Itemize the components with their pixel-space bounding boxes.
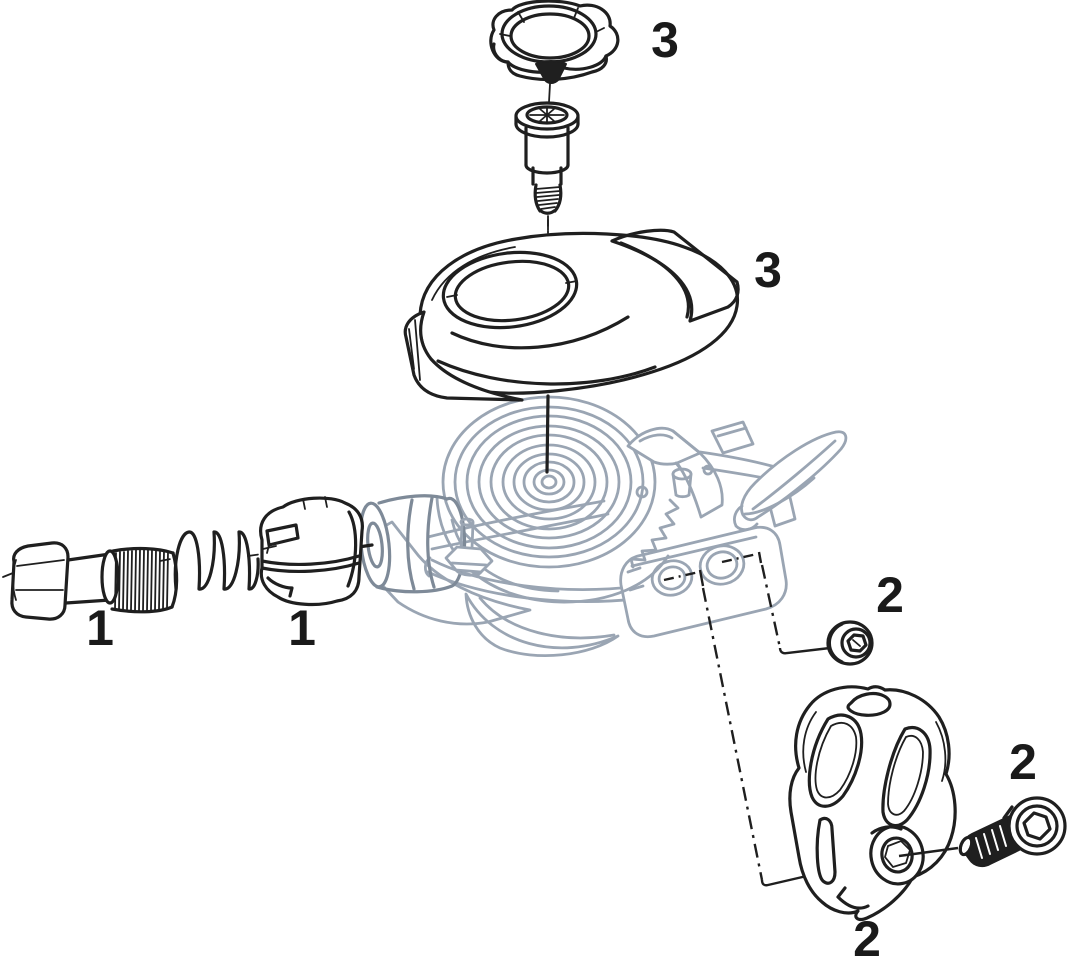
knob-cone-tip <box>535 60 567 84</box>
handlebar-clamp <box>788 685 957 922</box>
ratchet-teeth <box>629 498 680 569</box>
trigger-lever <box>733 430 848 531</box>
clamp-fixing-bolt <box>826 620 874 666</box>
leader-lines <box>663 551 881 887</box>
label-barrel-adjuster-bolt: 1 <box>86 600 114 656</box>
label-barrel-adjuster-cap: 1 <box>288 600 316 656</box>
shift-linkage <box>626 420 803 528</box>
barrel-adjuster-cap <box>259 496 364 607</box>
clamp-front-opening <box>807 713 864 808</box>
part-labels: 3 3 1 1 2 2 2 <box>86 12 1037 960</box>
shifter-assembly <box>358 395 848 657</box>
clamp-bolt-axis <box>898 846 959 858</box>
label-cover-screw: 3 <box>651 12 679 68</box>
label-clamp-fixing-bolt: 2 <box>876 567 904 623</box>
clamp-bolt <box>958 796 1067 868</box>
cable-spool-drum <box>435 496 680 604</box>
cover-screw-knob <box>489 0 620 84</box>
clamp-boss <box>619 525 788 639</box>
label-handlebar-clamp: 2 <box>853 911 881 960</box>
clamp-top-slot <box>846 692 892 717</box>
label-shifter-cover: 3 <box>754 242 782 298</box>
barrel-adjuster-bolt <box>10 541 179 621</box>
label-clamp-bolt: 2 <box>1009 734 1037 790</box>
body-screw-post <box>444 517 494 577</box>
thumb-paddle <box>464 592 620 657</box>
clamp-side-slot <box>881 726 932 828</box>
adjuster-spring <box>173 530 260 591</box>
cover-screw-bolt <box>514 101 580 215</box>
winding-spring-coil <box>441 395 657 569</box>
shifter-cover <box>403 228 740 402</box>
